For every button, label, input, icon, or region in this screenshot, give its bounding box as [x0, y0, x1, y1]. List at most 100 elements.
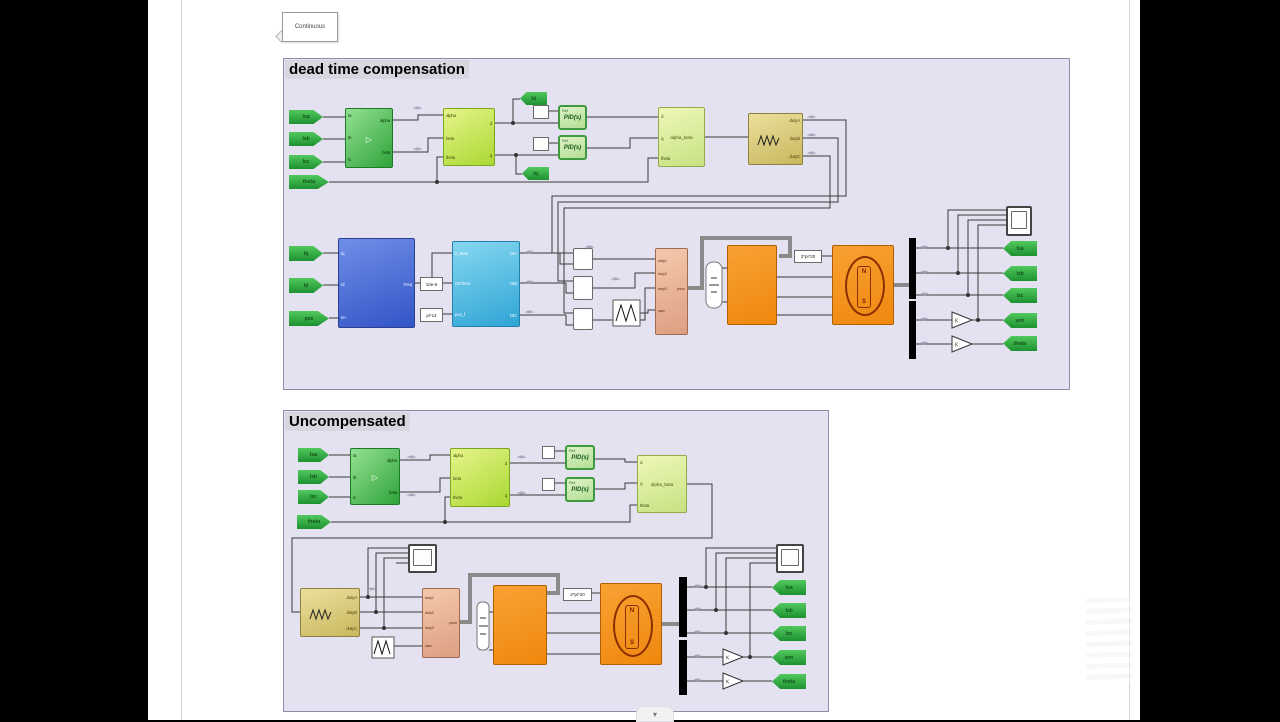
motor-rotor-icon [613, 595, 653, 657]
scope-block[interactable] [776, 544, 804, 573]
from-tag[interactable]: Isc [298, 490, 329, 504]
constant-block[interactable] [533, 105, 549, 119]
goto-tag[interactable]: Isa [1003, 241, 1037, 256]
scope-block[interactable] [1006, 206, 1032, 236]
signal-logging-icon [919, 332, 930, 350]
port-label: d [504, 461, 508, 466]
duty-cycle-block[interactable]: dutyA dutyB dutyC [748, 113, 803, 165]
motor-rotor-icon [845, 256, 885, 316]
park-transform-block[interactable]: alpha beta theta d q [443, 108, 495, 166]
powergui-block[interactable]: Continuous [282, 12, 338, 42]
scope-screen [781, 549, 799, 566]
sum-block[interactable] [573, 248, 593, 270]
port-label: alpha [386, 458, 397, 463]
goto-tag[interactable]: theta [772, 674, 806, 689]
goto-tag[interactable]: Iq [522, 167, 549, 180]
constant-block[interactable]: 2*pi*20 [563, 588, 592, 601]
constant-block[interactable] [542, 446, 555, 459]
signal-logging-icon [919, 236, 930, 254]
signal-logging-icon [692, 598, 703, 616]
from-tag[interactable]: Isa [289, 110, 323, 124]
pwm-generator-block[interactable]: duty1 duty2 duty3 saw pwm [422, 588, 460, 658]
from-tag[interactable]: Iq [289, 246, 323, 261]
goto-tag[interactable]: Isa [772, 580, 806, 595]
goto-tag-label: Iq [533, 170, 538, 177]
signal-logging-icon [610, 268, 621, 286]
constant-block[interactable] [533, 137, 549, 151]
port-label: Ia [348, 113, 352, 118]
signal-logging-icon [692, 575, 703, 593]
goto-tag[interactable]: Isc [1003, 288, 1037, 303]
port-label: dutyB [789, 136, 800, 141]
port-label: duty3 [658, 286, 667, 291]
from-tag-label: Isb [309, 474, 318, 480]
pid-controller-block[interactable]: Ref PID(s) [565, 445, 595, 470]
goto-tag-label: Isb [1016, 270, 1024, 277]
speed-estimator-block[interactable]: Iq Id Im Freq [338, 238, 415, 328]
pid-controller-block[interactable]: Ref PID(s) [558, 105, 587, 130]
demux-bar[interactable] [679, 238, 916, 695]
from-tag[interactable]: theta [289, 175, 329, 189]
deadtime-compensation-block[interactable]: e_Beta DSTime pos_f DtA DtB DtC [452, 241, 520, 327]
pmsm-motor-block[interactable]: N S [832, 245, 894, 325]
goto-tag-label: Isb [785, 607, 793, 614]
goto-tag[interactable]: Isb [772, 603, 806, 618]
block-label: alpha_beta [650, 482, 674, 487]
from-tag[interactable]: Isc [289, 155, 323, 169]
clarke-transform-block[interactable]: Ia Ib Ic alpha beta ▷ [350, 448, 400, 505]
inverse-park-block[interactable]: d q theta alpha_beta [658, 107, 705, 167]
triangle-wave-source[interactable] [371, 299, 641, 659]
clarke-transform-block[interactable]: Ia Ib Ic alpha beta ▷ [345, 108, 393, 168]
port-label: dutyC [346, 626, 357, 631]
transform-icon: ▷ [365, 135, 373, 144]
pid-label: PID(s) [571, 487, 589, 493]
from-tag[interactable]: theta [297, 515, 331, 529]
goto-tag[interactable]: Isc [772, 626, 806, 641]
port-label: theta [453, 495, 463, 500]
from-tag[interactable]: Isb [298, 470, 329, 484]
pid-controller-block[interactable]: Ref PID(s) [558, 135, 587, 160]
sum-block[interactable] [573, 276, 593, 300]
park-transform-block[interactable]: alpha beta theta d q [450, 448, 510, 507]
from-tag[interactable]: Isa [298, 448, 329, 462]
sum-block[interactable] [573, 308, 593, 330]
goto-tag[interactable]: wm [772, 650, 806, 665]
gain-block[interactable] [722, 311, 974, 690]
signal-logging-icon [366, 578, 377, 596]
pid-label: PID(s) [571, 455, 589, 461]
goto-tag[interactable]: Id [520, 92, 547, 105]
goto-tag[interactable]: wm [1003, 313, 1037, 328]
constant-block[interactable] [542, 478, 555, 491]
port-label: pos_f [455, 312, 466, 317]
inverter-block[interactable] [493, 585, 547, 665]
scope-block[interactable] [408, 544, 437, 573]
pid-controller-block[interactable]: Ref PID(s) [565, 477, 595, 502]
pwm-generator-block[interactable]: duty1 duty2 duty3 saw pwm [655, 248, 688, 335]
goto-tag[interactable]: Isb [1003, 266, 1037, 281]
signal-logging-icon [919, 261, 930, 279]
port-label: e_Beta [455, 251, 469, 256]
inverse-park-block[interactable]: d q theta alpha_beta [637, 455, 687, 513]
goto-tag[interactable]: theta [1003, 336, 1037, 351]
goto-tag-label: Isa [1016, 245, 1024, 252]
goto-tag-label: wm [1015, 317, 1025, 324]
port-label: alpha [379, 118, 390, 123]
signal-logging-icon [919, 308, 930, 326]
signal-logging-icon [516, 482, 527, 500]
constant-value: 10e-6 [425, 281, 438, 287]
from-tag[interactable]: pos [289, 311, 329, 326]
port-label: d [661, 114, 664, 119]
pid-ref-label: Ref [562, 138, 569, 143]
inverter-block[interactable] [727, 245, 777, 325]
constant-block[interactable]: 2*pi*20 [794, 250, 822, 263]
duty-cycle-block[interactable]: dutyA dutyB dutyC [300, 588, 360, 637]
constant-block[interactable]: pi*14 [420, 308, 443, 322]
from-tag[interactable]: Id [289, 278, 323, 293]
pmsm-motor-block[interactable]: N S [600, 583, 662, 665]
dc-source[interactable] [476, 261, 723, 651]
constant-block[interactable]: 10e-6 [420, 277, 443, 291]
from-tag[interactable]: Isb [289, 132, 323, 146]
transform-icon: ▷ [371, 473, 379, 482]
from-tag-label: Isa [309, 452, 318, 458]
